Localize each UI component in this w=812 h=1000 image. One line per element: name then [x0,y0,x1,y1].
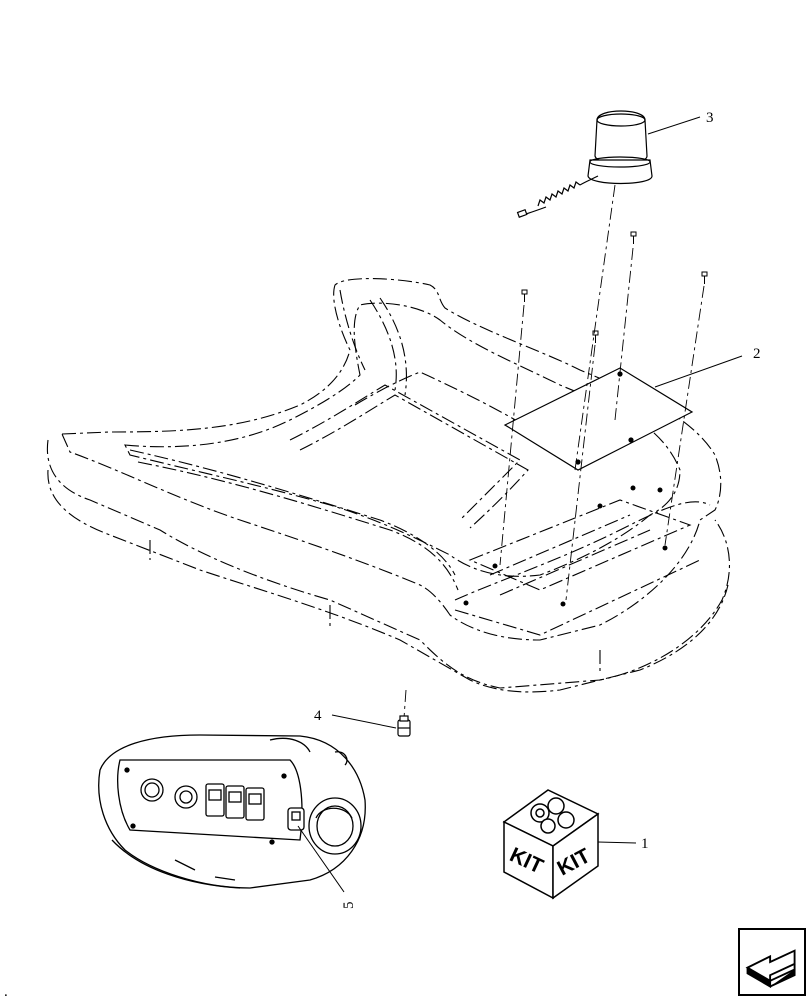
connector-plug [397,715,411,737]
back-navigation-button[interactable] [738,928,806,996]
callout-5: 5 [341,902,357,910]
callout-3: 3 [706,110,714,126]
beacon-light [516,110,653,218]
roof-frame [46,278,731,693]
callout-1: 1 [641,836,649,852]
callout-2: 2 [753,346,761,362]
screws [521,231,708,343]
switch-panel-inset [98,734,366,889]
corner-mark: . [4,984,8,1000]
assembly-centerlines [403,184,705,719]
kit-box [502,789,600,900]
callout-4: 4 [314,708,322,724]
callout-leaders [297,116,743,893]
back-arrow-icon [745,949,796,989]
mounting-plate [503,367,694,471]
mounting-holes [463,485,668,607]
